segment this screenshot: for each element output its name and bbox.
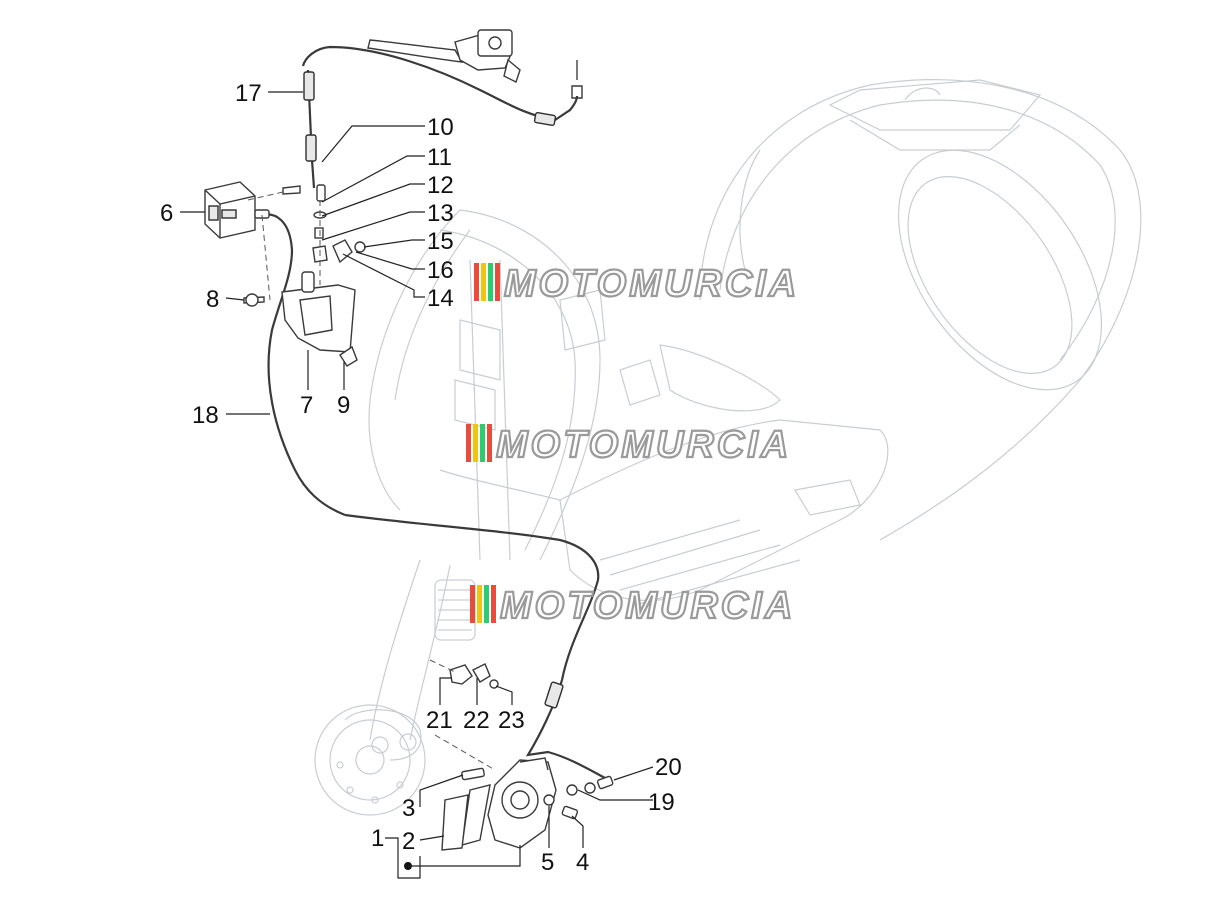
callout-10: 10 (427, 114, 454, 141)
callout-13: 13 (427, 200, 454, 227)
callout-4: 4 (576, 849, 589, 876)
callout-3: 3 (402, 795, 415, 822)
watermark-stripe (480, 424, 485, 462)
callout-1: 1 (371, 825, 384, 852)
small-hardware-stack (282, 184, 366, 264)
hose-clips (449, 663, 499, 689)
brake-caliper-assembly (441, 757, 614, 851)
callout-12: 12 (427, 172, 454, 199)
watermark-text: MOTOMURCIA (500, 585, 795, 627)
callout-2: 2 (402, 828, 415, 855)
brake-lever-master-cylinder (367, 29, 583, 99)
callout-18: 18 (192, 402, 219, 429)
watermark-text: MOTOMURCIA (504, 263, 799, 305)
callout-9: 9 (337, 392, 350, 419)
callout-16: 16 (427, 257, 454, 284)
watermark-stripe (495, 263, 500, 301)
scooter-body-outline (314, 79, 1142, 816)
watermark-stripe (466, 424, 471, 462)
callout-7: 7 (300, 392, 313, 419)
callout-11: 11 (427, 144, 452, 171)
callout-5: 5 (541, 849, 554, 876)
callout-14: 14 (427, 285, 454, 312)
assembly-lines (247, 191, 496, 771)
abs-control-unit (204, 181, 270, 239)
abs-mount-bracket (243, 271, 358, 367)
watermark-stripe (474, 263, 479, 301)
callout-19: 19 (648, 789, 675, 816)
watermark-stripe (491, 585, 496, 623)
callout-23: 23 (498, 707, 525, 734)
watermark-stripe (470, 585, 475, 623)
callout-15: 15 (427, 228, 454, 255)
callout-21: 21 (426, 707, 453, 734)
callout-22: 22 (463, 707, 490, 734)
callout-leaders (180, 91, 654, 879)
callout-labels: 17 10 11 12 13 6 15 16 14 8 7 9 18 21 22… (160, 80, 682, 876)
watermark-stripe (481, 263, 486, 301)
watermark-stripe (484, 585, 489, 623)
watermark-stripe (487, 424, 492, 462)
watermark-text: MOTOMURCIA (496, 424, 791, 466)
callout-17: 17 (235, 80, 262, 107)
watermark-stripe (477, 585, 482, 623)
watermark-stripe (488, 263, 493, 301)
callout-20: 20 (655, 754, 682, 781)
callout-8: 8 (206, 286, 219, 313)
callout-6: 6 (160, 200, 173, 227)
watermark-motomurcia: MOTOMURCIA MOTOMURCIA MOTOMURCIA (466, 262, 799, 628)
watermark-stripe (473, 424, 478, 462)
brake-hoses (261, 45, 606, 779)
